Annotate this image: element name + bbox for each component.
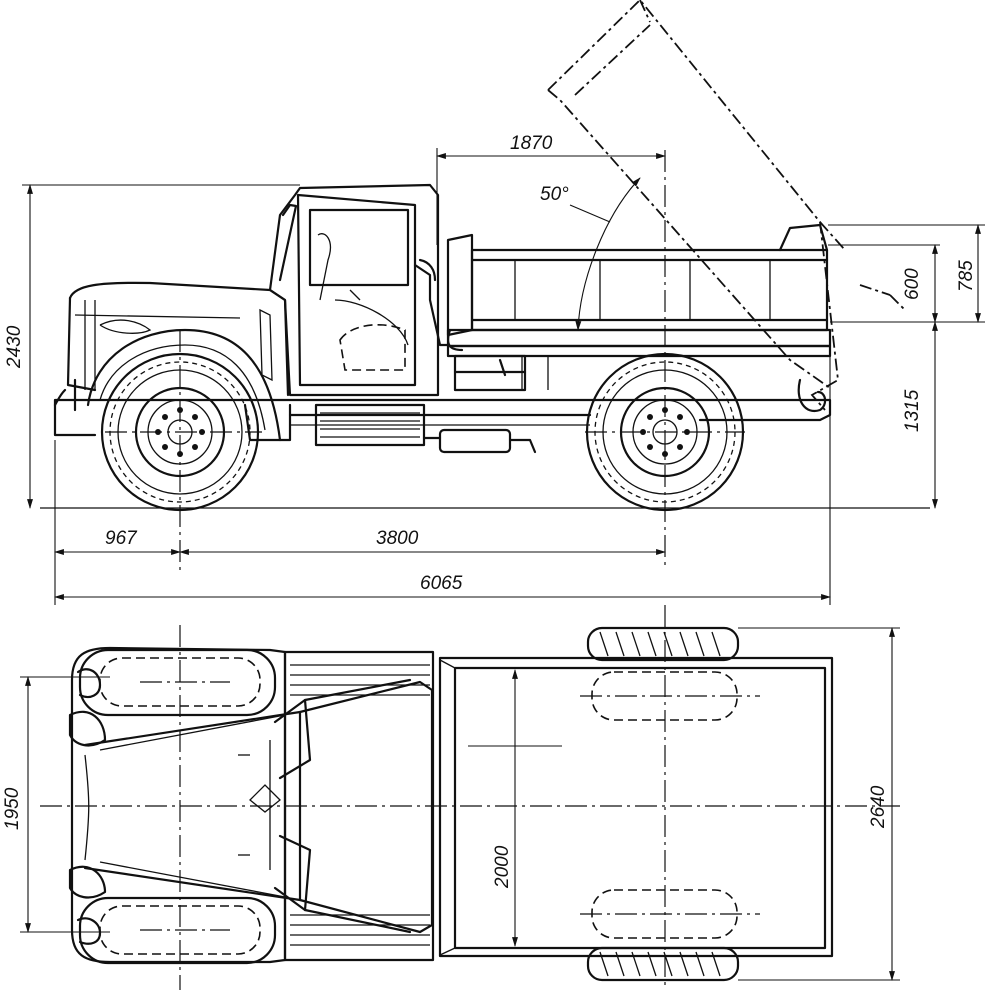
top-view: 1950 2000 2640 (2, 605, 900, 990)
front-fender (86, 328, 282, 442)
cab-grille (273, 650, 435, 962)
dim-bed-height-total: 785 (956, 260, 977, 292)
side-dimensions (22, 148, 985, 605)
dim-overall-width: 2640 (868, 785, 889, 829)
dim-platform-height: 1315 (902, 389, 923, 432)
dim-front-track: 1950 (2, 787, 23, 830)
dim-tilt-angle: 50° (540, 184, 569, 205)
cab (268, 183, 450, 397)
dim-side-height: 600 (902, 268, 923, 300)
dump-body (446, 223, 832, 392)
top-dimensions (20, 627, 900, 981)
tipped-body-phantom (547, 0, 906, 411)
hood (53, 281, 290, 412)
dim-overall-length: 6065 (420, 573, 463, 594)
dim-bed-inner-width: 2000 (492, 845, 513, 889)
dim-overall-height: 2430 (4, 325, 25, 369)
dump-body-top (438, 656, 834, 958)
hood-top (83, 710, 302, 902)
dim-front-overhang: 967 (105, 528, 138, 549)
dim-bed-length: 1870 (510, 133, 553, 154)
dim-wheelbase: 3800 (376, 528, 419, 549)
side-view: 1870 50° 2430 600 785 1315 967 3800 6065 (4, 0, 985, 605)
rear-tyres-top (586, 626, 740, 982)
chassis-frame (53, 378, 832, 454)
